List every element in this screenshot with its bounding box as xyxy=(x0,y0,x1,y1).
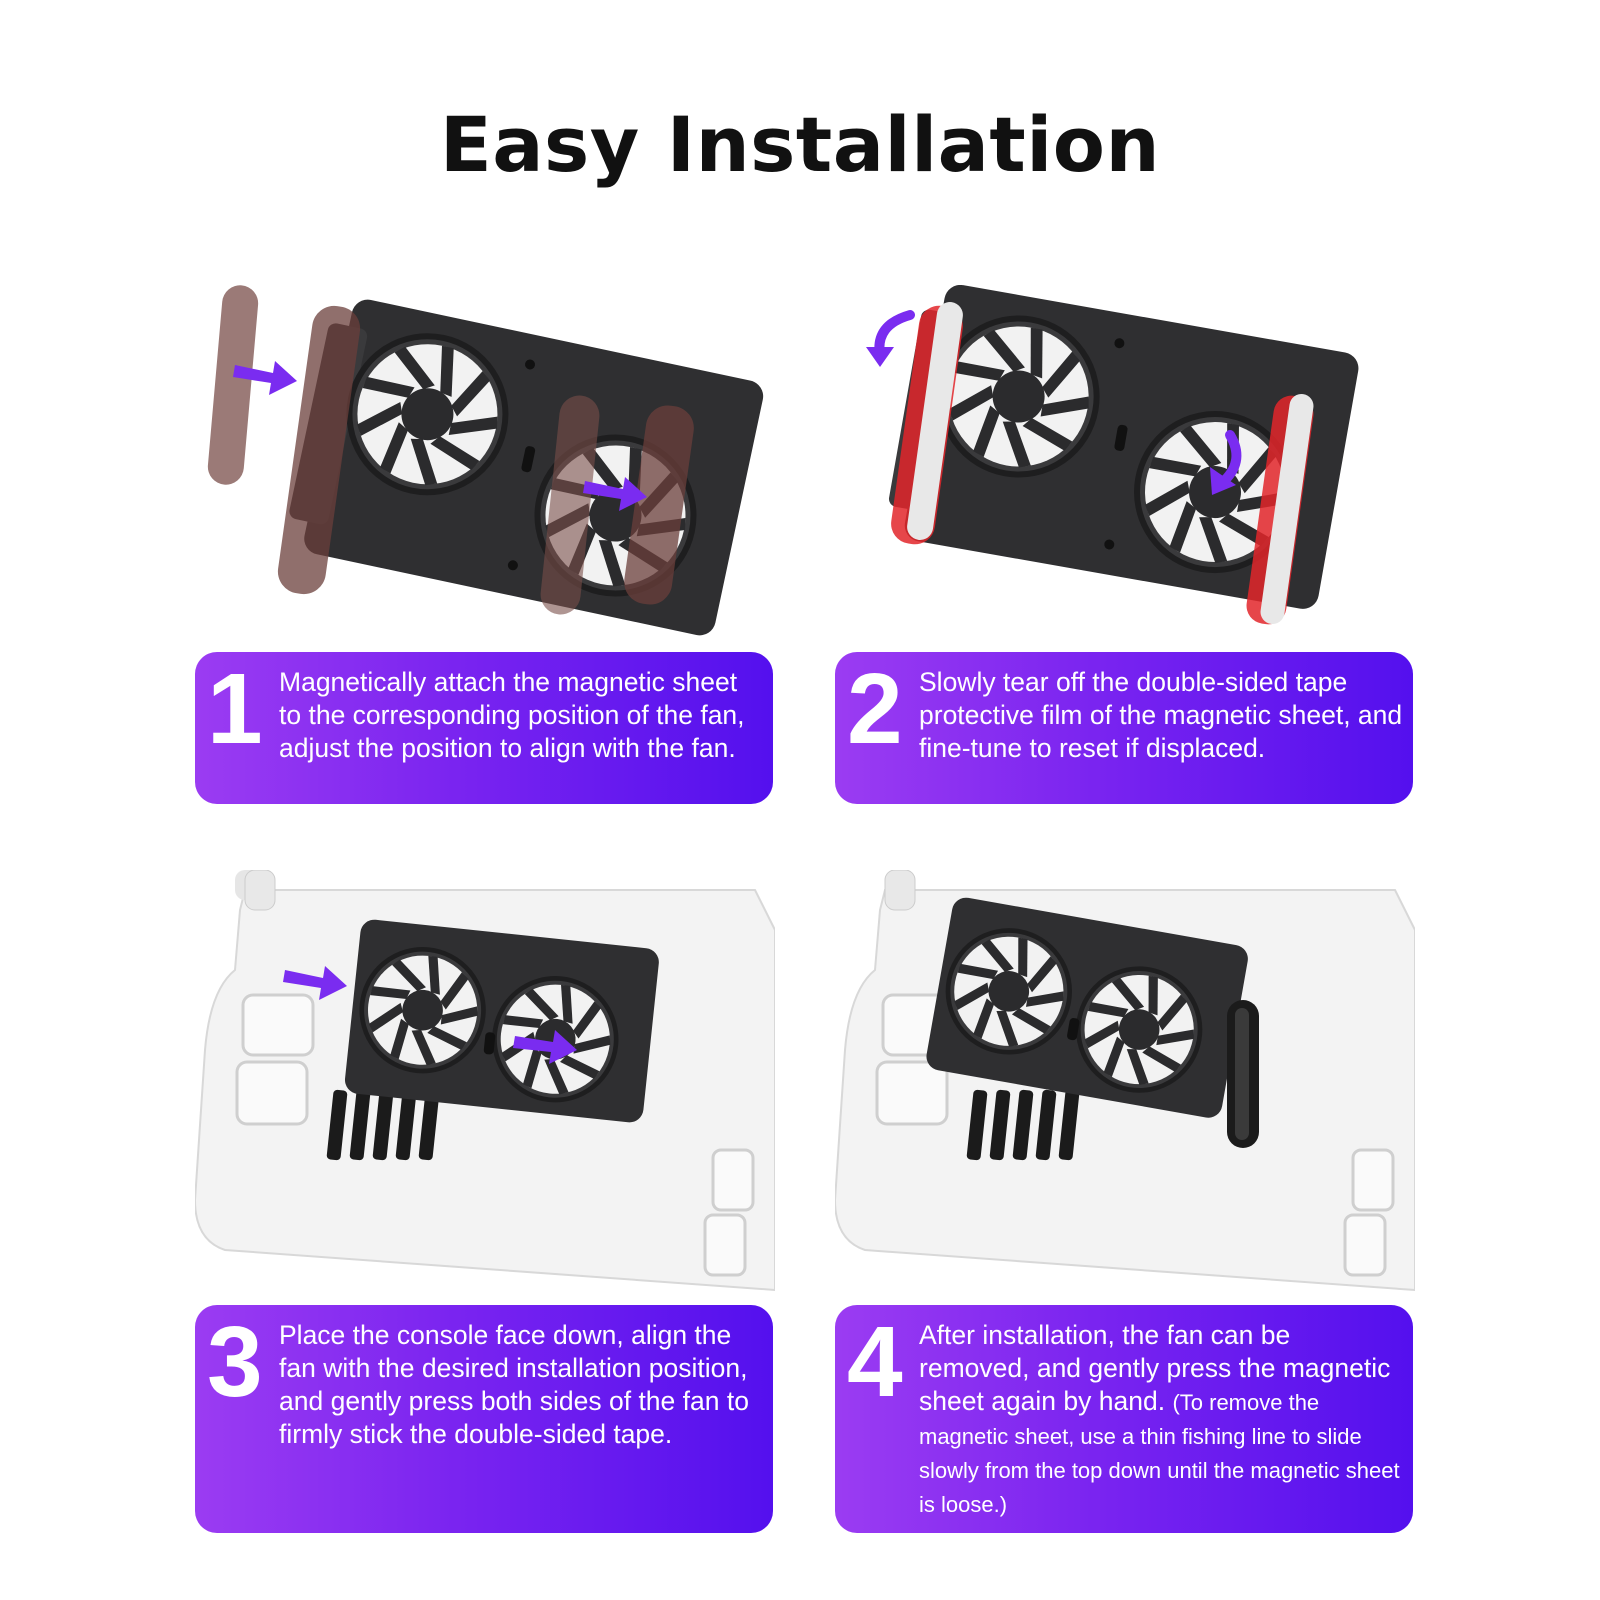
step-note: (To remove the magnetic sheet, use a thi… xyxy=(919,1390,1400,1517)
step-1-illustration xyxy=(195,285,773,636)
arrow-right-icon xyxy=(233,361,647,511)
step-3-card: 3 Place the console face down, align the… xyxy=(195,1305,773,1533)
magnetic-sheet-icon xyxy=(207,285,259,485)
fan-icon xyxy=(207,285,764,636)
step-description: Slowly tear off the double-sided tape pr… xyxy=(919,667,1403,763)
step-1-card: 1 Magnetically attach the magnetic sheet… xyxy=(195,652,773,804)
step-number: 4 xyxy=(847,1306,903,1418)
step-description: Magnetically attach the magnetic sheet t… xyxy=(279,667,745,763)
step-number: 1 xyxy=(207,653,263,765)
arrow-right-icon xyxy=(283,966,577,1064)
step-main-text: After installation, the fan can be remov… xyxy=(919,1320,1391,1416)
console-icon xyxy=(195,870,775,1292)
step-number: 2 xyxy=(847,653,903,765)
step-2-illustration xyxy=(860,285,1438,625)
fan-icon xyxy=(926,897,1248,1118)
step-4-illustration xyxy=(835,870,1415,1310)
step-number: 3 xyxy=(207,1306,263,1418)
console-icon xyxy=(835,870,1415,1292)
fan-icon xyxy=(344,919,659,1123)
page-title: Easy Installation xyxy=(439,100,1161,189)
fan-icon xyxy=(866,285,1359,625)
step-2-card: 2 Slowly tear off the double-sided tape … xyxy=(835,652,1413,804)
step-description: Place the console face down, align the f… xyxy=(279,1320,749,1449)
step-3-illustration xyxy=(195,870,775,1310)
step-4-card: 4 After installation, the fan can be rem… xyxy=(835,1305,1413,1533)
step-description: After installation, the fan can be remov… xyxy=(919,1319,1403,1521)
